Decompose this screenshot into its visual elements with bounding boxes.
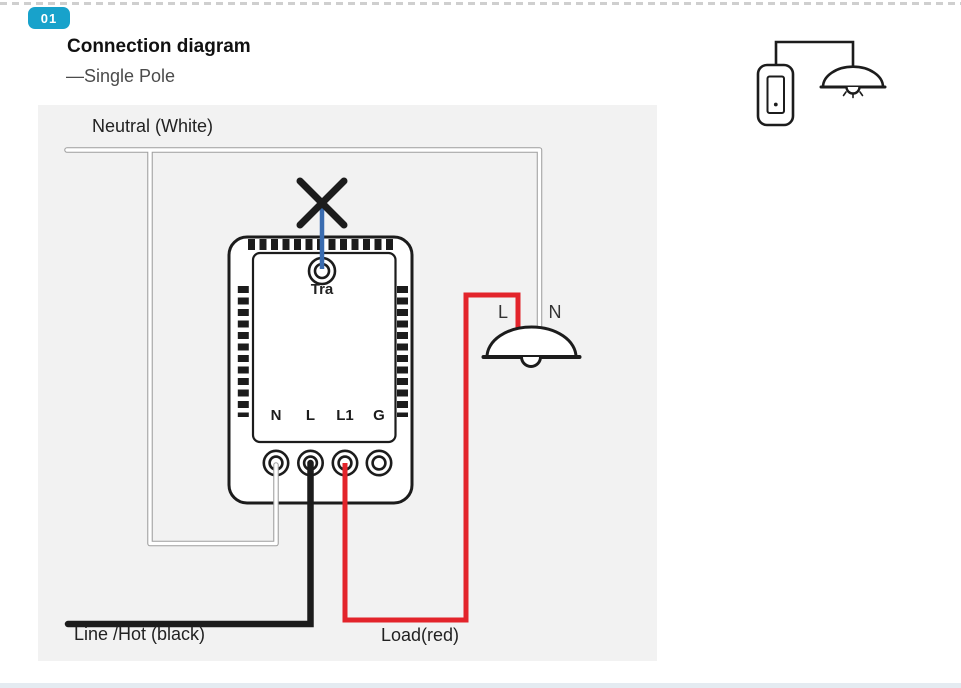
load-wire xyxy=(342,292,521,623)
lamp-neutral-label: N xyxy=(548,302,562,322)
page-top-dashed-border xyxy=(0,2,961,5)
wiring-diagram xyxy=(64,147,582,628)
terminal-g xyxy=(365,449,393,477)
page-title: Connection diagram xyxy=(67,36,251,57)
load-wire-label: Load(red) xyxy=(381,625,460,645)
smart-switch-module xyxy=(227,235,414,505)
page-subtitle: —Single Pole xyxy=(66,66,176,86)
lamp-live-label: L xyxy=(497,302,508,322)
tra-terminal xyxy=(307,256,337,286)
switch-icon xyxy=(756,63,795,127)
terminal-label-l: L xyxy=(305,407,316,424)
line-hot-wire-label: Line /Hot (black) xyxy=(74,624,206,644)
lamp-icon xyxy=(481,325,582,368)
tra-terminal-label: Tra xyxy=(310,281,334,298)
do-not-connect-icon xyxy=(296,177,348,229)
neutral-wire xyxy=(64,147,543,547)
lamp-icon xyxy=(819,65,887,99)
mini-wire xyxy=(774,40,855,66)
switch-and-lamp-icon xyxy=(750,30,895,132)
light-rays-icon xyxy=(842,91,864,99)
terminal-label-l1: L1 xyxy=(336,407,354,424)
terminal-label-g: G xyxy=(373,407,385,424)
line-hot-wire xyxy=(64,459,314,628)
section-number-badge: 01 xyxy=(28,7,70,29)
terminal-label-n: N xyxy=(270,407,282,424)
neutral-wire-label: Neutral (White) xyxy=(92,116,214,136)
page-bottom-strip xyxy=(0,683,961,688)
diagram-panel: Neutral (White) Tra N L L1 G L N Line /H… xyxy=(38,105,657,661)
